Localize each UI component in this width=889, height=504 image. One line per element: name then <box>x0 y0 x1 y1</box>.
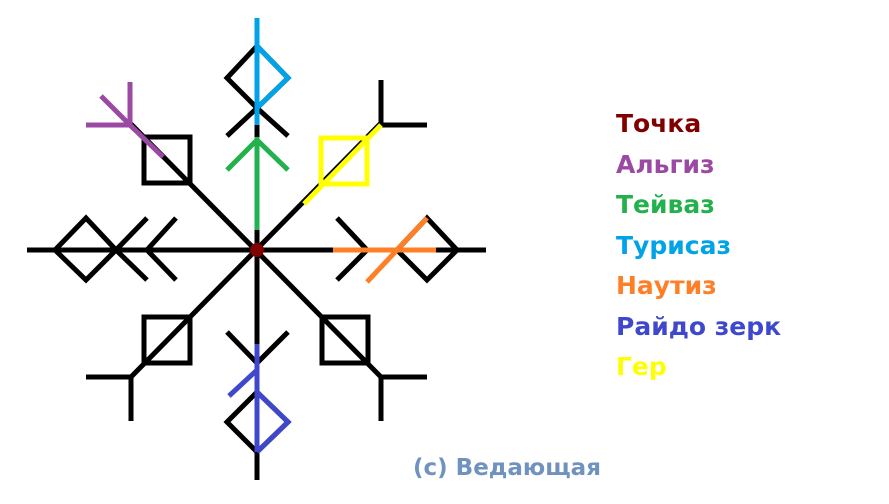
legend-item-tochka: Точка <box>616 109 702 138</box>
center-dot <box>250 243 264 257</box>
legend: Точка Альгиз Тейваз Турисаз Наутиз Райдо… <box>616 104 781 388</box>
rune-raido-mirrored <box>227 344 292 454</box>
legend-item-algiz: Альгиз <box>616 149 715 179</box>
legend-item-turisaz: Турисаз <box>616 230 731 260</box>
rune-nautiz <box>333 216 436 284</box>
rune-algiz <box>86 82 165 159</box>
legend-item-raido-zerk: Райдо зерк <box>616 311 782 341</box>
rune-ger <box>302 123 383 206</box>
copyright-text: (c) Ведающая <box>413 455 601 481</box>
rune-teyvaz <box>225 136 290 230</box>
legend-item-nautiz: Наутиз <box>616 271 717 300</box>
legend-item-teyvaz: Тейваз <box>616 190 715 219</box>
legend-item-ger: Гер <box>616 352 667 381</box>
rune-turisaz <box>254 18 292 125</box>
